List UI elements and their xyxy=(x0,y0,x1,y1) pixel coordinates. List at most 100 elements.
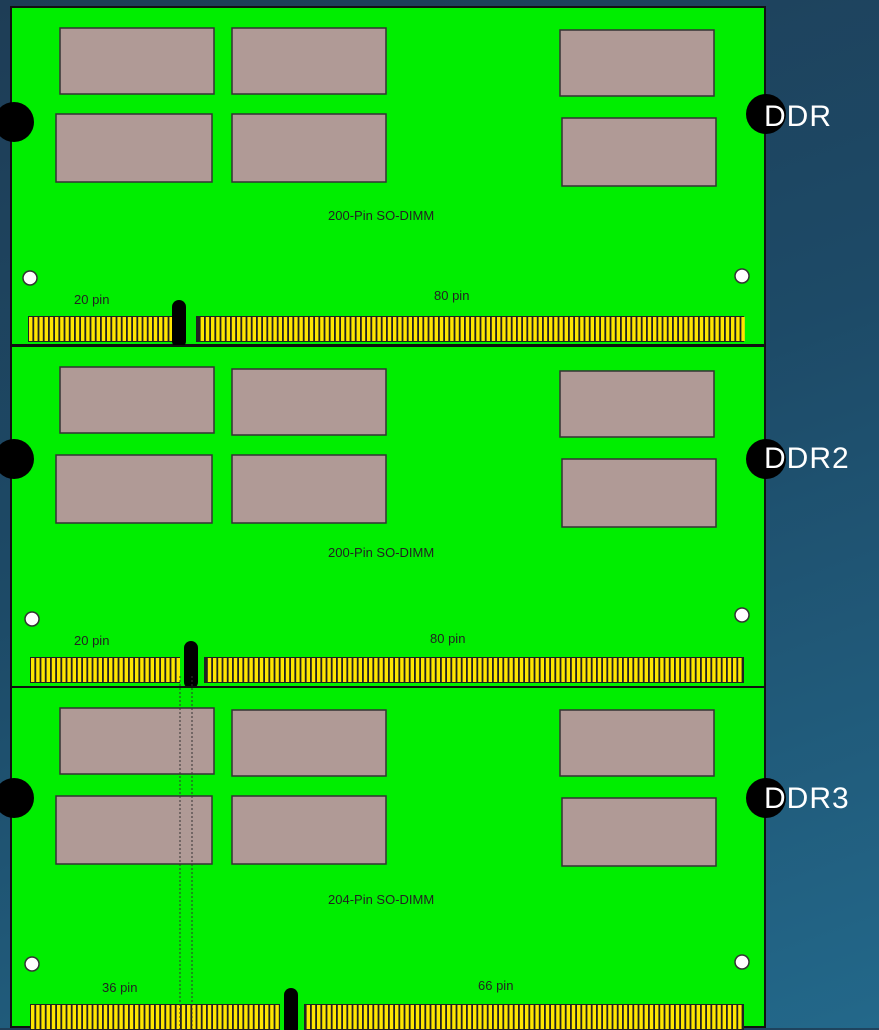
connector-pin xyxy=(621,317,626,341)
connector-pin xyxy=(249,658,253,682)
connector-pin xyxy=(36,658,40,682)
connector-pin xyxy=(358,1005,362,1029)
connector-pin xyxy=(239,1005,243,1029)
connector-pin xyxy=(478,658,482,682)
connector-pin xyxy=(70,317,74,341)
connector-pin xyxy=(86,317,90,341)
connector-pin xyxy=(257,317,262,341)
connector-pin xyxy=(51,1005,56,1029)
connector-pin xyxy=(148,317,152,341)
connector-pin xyxy=(34,317,38,341)
connector-pin xyxy=(140,1005,144,1029)
connector-pin xyxy=(127,317,132,341)
memory-chip xyxy=(561,117,717,187)
connector-pin xyxy=(398,317,402,341)
memory-chip xyxy=(55,113,213,183)
connector-pin xyxy=(244,1005,248,1029)
connector-pin xyxy=(450,317,454,341)
ddr3-module: 204-Pin SO-DIMM 36 pin 66 pin xyxy=(0,676,786,1030)
connector-pin xyxy=(561,658,565,682)
connector-pin xyxy=(434,317,438,341)
connector-pin xyxy=(322,1005,326,1029)
connector-pin xyxy=(72,1005,76,1029)
connector-pin xyxy=(720,317,724,341)
connector-pin xyxy=(315,317,319,341)
connector-pin xyxy=(644,1005,648,1029)
connector-pin xyxy=(564,317,568,341)
connector-pin xyxy=(642,317,646,341)
connector-pin xyxy=(577,1005,581,1029)
connector-pin xyxy=(644,658,648,682)
connector-pin xyxy=(595,317,600,341)
connector-pin xyxy=(457,658,461,682)
connector-pin xyxy=(512,317,516,341)
connector-pin xyxy=(263,317,267,341)
ddr3-board-drawing: 204-Pin SO-DIMM 36 pin 66 pin xyxy=(0,676,786,1030)
side-notch-left xyxy=(0,439,34,479)
connector-pin xyxy=(51,658,56,682)
connector-pin xyxy=(733,658,737,682)
connector-pin xyxy=(270,1005,274,1029)
connector-pin xyxy=(488,658,492,682)
connector-pin xyxy=(389,658,394,682)
connector-pin xyxy=(389,1005,394,1029)
connector-pin xyxy=(77,658,82,682)
connector-pin xyxy=(528,317,532,341)
connector-pin xyxy=(691,658,695,682)
connector-pin xyxy=(382,317,386,341)
connector-pin xyxy=(710,317,714,341)
connector-pin xyxy=(278,317,282,341)
connector-pin xyxy=(223,1005,227,1029)
connector-pin xyxy=(67,658,71,682)
connector-pin xyxy=(488,1005,492,1029)
connector-pin xyxy=(623,1005,628,1029)
connector-pin xyxy=(543,317,548,341)
connector-pin xyxy=(597,658,602,682)
connector-pin xyxy=(379,1005,383,1029)
connector-pin xyxy=(465,317,470,341)
ddr2-board-drawing: 200-Pin SO-DIMM 20 pin 80 pin xyxy=(0,366,786,689)
connector-pin xyxy=(29,317,33,341)
connector-pin xyxy=(268,317,272,341)
connector-pin xyxy=(725,317,730,341)
connector-pin xyxy=(727,658,732,682)
connector-pin xyxy=(410,658,414,682)
connector-pin xyxy=(207,658,212,682)
connector-pin xyxy=(571,658,576,682)
connector-pin xyxy=(166,658,170,682)
connector-pin xyxy=(608,658,612,682)
connector-pin xyxy=(462,658,466,682)
connector-pin xyxy=(129,658,134,682)
connector-pin xyxy=(393,317,397,341)
connector-pin xyxy=(673,317,678,341)
side-notch-left xyxy=(0,102,34,142)
memory-chip xyxy=(59,366,215,434)
connector-pin xyxy=(46,1005,50,1029)
connector-pin xyxy=(452,658,456,682)
connector-pin xyxy=(218,1005,222,1029)
ddr-label: DDR xyxy=(764,100,832,133)
connector-pin xyxy=(483,658,487,682)
connector-pin xyxy=(155,658,160,682)
edge-connector-pins xyxy=(30,656,744,684)
connector-pin xyxy=(649,658,654,682)
connector-pin xyxy=(535,1005,539,1029)
connector-pin xyxy=(566,658,570,682)
connector-pin xyxy=(525,1005,529,1029)
connector-pin xyxy=(637,317,641,341)
connector-pin xyxy=(270,658,274,682)
connector-pin xyxy=(348,1005,352,1029)
mounting-hole xyxy=(734,954,750,970)
connector-pin xyxy=(311,658,316,682)
connector-pin xyxy=(415,1005,420,1029)
connector-pin xyxy=(207,1005,212,1029)
connector-pin xyxy=(88,1005,92,1029)
connector-pin xyxy=(499,1005,503,1029)
connector-pin xyxy=(150,1005,154,1029)
connector-pin xyxy=(441,1005,446,1029)
connector-pin xyxy=(611,317,615,341)
connector-pin xyxy=(455,317,459,341)
connector-pin xyxy=(712,1005,716,1029)
connector-pin xyxy=(304,317,308,341)
connector-pin xyxy=(405,1005,409,1029)
